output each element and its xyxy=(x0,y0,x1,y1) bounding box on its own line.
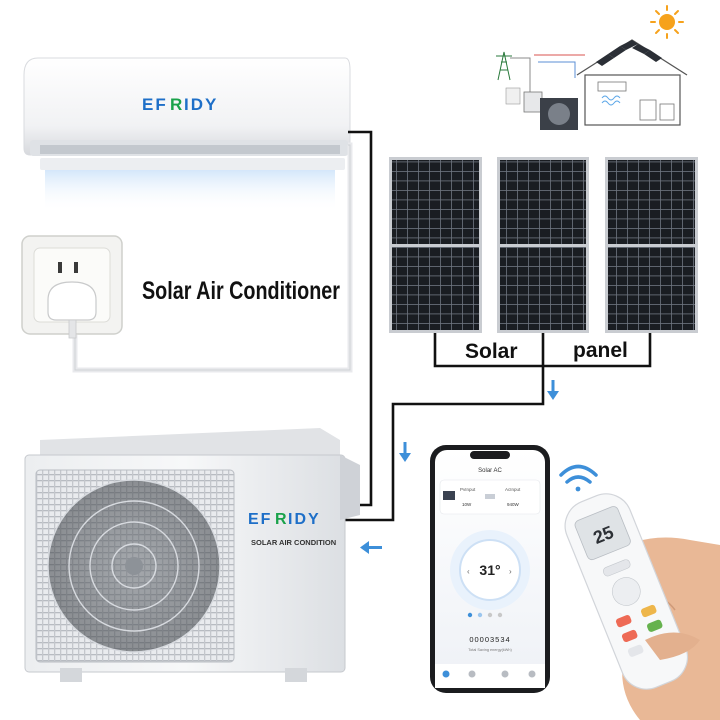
tab-fan-icon[interactable] xyxy=(501,670,509,678)
remote-button-grey[interactable] xyxy=(627,644,644,658)
main-label: Solar Air Conditioner xyxy=(142,277,340,305)
power-socket-icon xyxy=(21,235,123,339)
phone-app-title: Solar AC xyxy=(478,468,502,474)
outdoor-brand-logo: EF R IDY xyxy=(248,511,321,528)
flow-arrow-left xyxy=(360,541,382,554)
tab-mode-icon[interactable] xyxy=(468,670,476,678)
indoor-brand-logo: EF R IDY xyxy=(142,95,218,114)
wifi-icon xyxy=(559,464,598,492)
flow-arrow-down-1 xyxy=(547,380,559,400)
tab-timer-icon[interactable] xyxy=(528,670,536,678)
tab-power-icon[interactable] xyxy=(442,670,450,678)
remote-button-red[interactable] xyxy=(615,614,632,628)
indoor-unit: EF R IDY xyxy=(23,57,351,212)
flow-arrow-down-2 xyxy=(399,442,411,462)
thumb xyxy=(645,632,700,660)
power-tower-icon xyxy=(496,51,512,81)
outdoor-unit: EF R IDY SOLAR AIR CONDITION xyxy=(24,428,360,682)
temp-up-icon[interactable]: › xyxy=(509,567,512,576)
phone-ac-value: 940W xyxy=(507,502,520,507)
system-diagram xyxy=(496,5,688,130)
phone-ac-label: AcInput xyxy=(505,487,521,492)
outdoor-unit-label: SOLAR AIR CONDITION xyxy=(251,538,336,547)
sun-icon xyxy=(650,5,684,39)
remote-button-orange[interactable] xyxy=(640,604,657,618)
brand-text-ef: EF xyxy=(142,95,168,114)
panel-label-right: panel xyxy=(573,339,628,362)
temp-down-icon[interactable]: ‹ xyxy=(467,567,470,576)
solar-panel-3 xyxy=(605,157,698,333)
phone-pv-label: PvInput xyxy=(460,487,476,492)
phone: Solar AC PvInput 10W AcInput 940W 31° ‹ … xyxy=(430,445,550,693)
phone-counter-caption: Total Saving energy(kWh) xyxy=(468,648,512,652)
phone-pv-value: 10W xyxy=(462,502,472,507)
outdoor-brand-text-ef: EF xyxy=(248,511,272,528)
house-icon xyxy=(576,39,688,126)
brand-text-idy: IDY xyxy=(184,95,218,114)
remote-button-green[interactable] xyxy=(646,619,663,633)
phone-energy-counter: 00003534 xyxy=(469,635,510,644)
outdoor-brand-text-r: R xyxy=(275,511,287,528)
solar-panel-1 xyxy=(389,157,482,333)
phone-temperature: 31° xyxy=(479,562,500,578)
brand-text-r: R xyxy=(170,95,182,114)
outdoor-brand-text-idy: IDY xyxy=(288,511,321,528)
mode-dots xyxy=(467,612,503,618)
solar-panel-2 xyxy=(497,157,589,333)
panel-label-left: Solar xyxy=(465,340,518,363)
remote-button-red-2[interactable] xyxy=(621,629,638,643)
